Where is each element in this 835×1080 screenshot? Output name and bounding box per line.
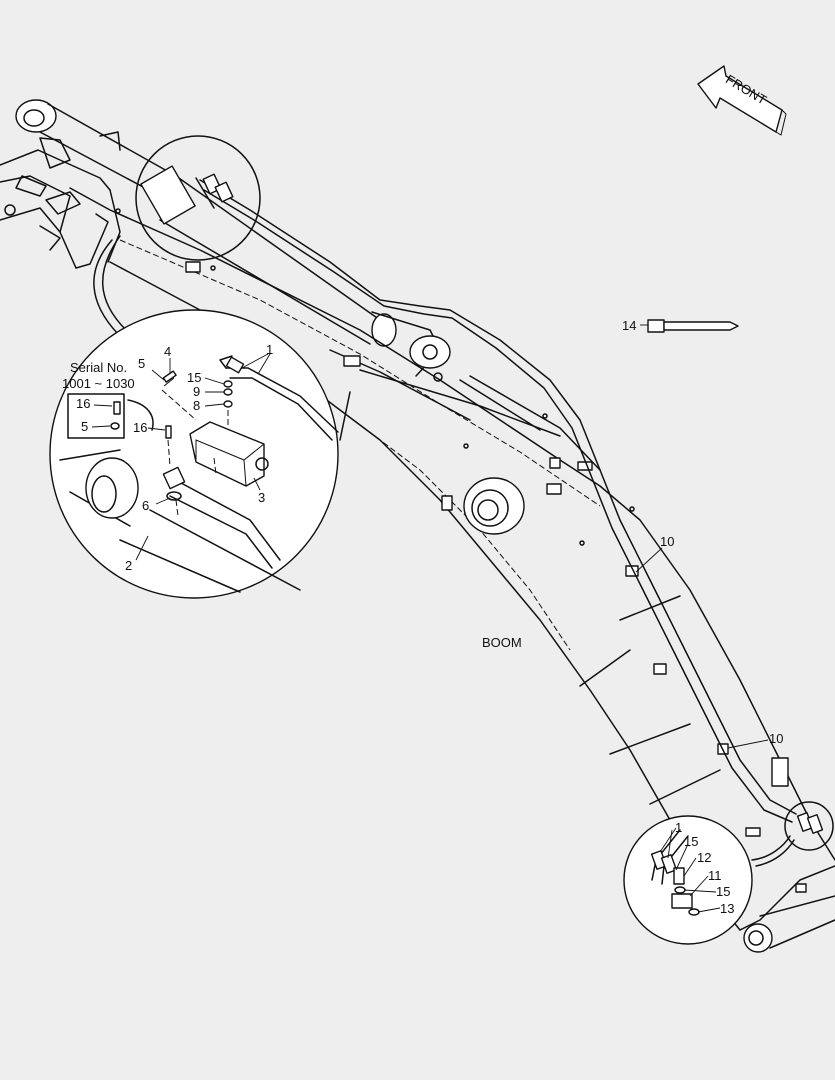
serial-range: 1001 ~ 1030 bbox=[62, 376, 135, 391]
callout-15: 15 bbox=[684, 834, 698, 849]
callout-11: 11 bbox=[708, 868, 722, 883]
callout-8: 8 bbox=[193, 398, 200, 413]
callout-16: 16 bbox=[133, 420, 147, 435]
callout-14: 14 bbox=[622, 318, 636, 333]
callout-10: 10 bbox=[660, 534, 674, 549]
callout-6: 6 bbox=[142, 498, 149, 513]
large-detail-circle bbox=[49, 235, 339, 599]
callout-1: 1 bbox=[266, 342, 273, 357]
serial-title: Serial No. bbox=[70, 360, 127, 375]
upper-detail-marker-circle bbox=[135, 135, 261, 261]
callout-15: 15 bbox=[716, 884, 730, 899]
callout-10: 10 bbox=[769, 731, 783, 746]
boom-label: BOOM bbox=[482, 635, 522, 650]
boom-pipes bbox=[199, 179, 797, 823]
serial-number-box: Serial No. 1001 ~ 1030 bbox=[62, 360, 154, 439]
callout-2: 2 bbox=[125, 558, 132, 573]
upper-structure-frame bbox=[0, 131, 121, 269]
lower-right-detail-circle bbox=[623, 801, 834, 945]
cable-tie-part bbox=[647, 319, 739, 333]
callout-16: 16 bbox=[76, 396, 90, 411]
callout-5: 5 bbox=[138, 356, 145, 371]
callout-3: 3 bbox=[258, 490, 265, 505]
callout-4: 4 bbox=[164, 344, 171, 359]
callout-15: 15 bbox=[187, 370, 201, 385]
callout-1: 1 bbox=[675, 820, 682, 835]
callout-9: 9 bbox=[193, 384, 200, 399]
callout-labels: 1 4 5 15 9 8 16 5 16 6 3 2 14 10 10 1 15… bbox=[76, 318, 783, 916]
callout-5: 5 bbox=[81, 419, 88, 434]
callout-13: 13 bbox=[720, 901, 734, 916]
leader-lines bbox=[91, 324, 769, 913]
boom-cylinder bbox=[15, 99, 451, 382]
callout-12: 12 bbox=[697, 850, 711, 865]
front-direction-arrow: FRONT bbox=[697, 65, 787, 136]
